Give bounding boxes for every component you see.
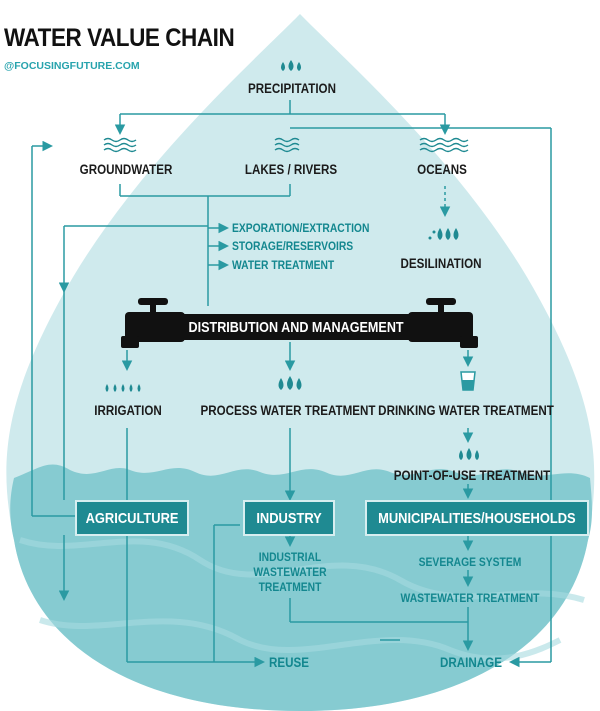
industrial-wastewater-label: INDUSTRIAL WASTEWATER TREATMENT [253, 550, 327, 594]
wastewater-treatment-label: WASTEWATER TREATMENT [400, 591, 540, 605]
point-of-use-label: POINT-OF-USE TREATMENT [393, 468, 551, 483]
faucet-right-icon [408, 298, 478, 348]
distribution-label: DISTRIBUTION AND MANAGEMENT [188, 318, 404, 336]
desalination-label: DESILINATION [400, 256, 482, 271]
drainage-label: DRAINAGE [440, 655, 502, 670]
lakes-rivers-label: LAKES / RIVERS [244, 162, 338, 177]
agriculture-box: AGRICULTURE [75, 500, 189, 536]
oceans-label: OCEANS [417, 162, 467, 177]
lakes-waves-icon [274, 137, 300, 153]
cup-icon [460, 371, 476, 391]
exploration-label: EXPORATION/EXTRACTION [232, 221, 370, 235]
precipitation-label: PRECIPITATION [248, 81, 336, 96]
storage-label: STORAGE/RESERVOIRS [232, 239, 354, 253]
process-drops-icon [278, 376, 302, 390]
page-title: WATER VALUE CHAIN [4, 24, 235, 52]
industry-box: INDUSTRY [243, 500, 335, 536]
point-of-use-drops-icon [459, 448, 479, 460]
severage-label: SEVERAGE SYSTEM [418, 555, 522, 569]
reuse-label: REUSE [268, 655, 310, 670]
groundwater-waves-icon [103, 137, 137, 153]
distribution-pipe: DISTRIBUTION AND MANAGEMENT [180, 314, 412, 340]
drinking-water-label: DRINKING WATER TREATMENT [378, 403, 554, 418]
irrigation-label: IRRIGATION [94, 403, 162, 418]
oceans-waves-icon [419, 137, 469, 153]
groundwater-label: GROUNDWATER [79, 162, 173, 177]
irrigation-drops-icon [105, 384, 141, 392]
process-water-label: PROCESS WATER TREATMENT [200, 403, 376, 418]
faucet-left-icon [121, 298, 185, 348]
desalination-drops-icon [428, 228, 459, 240]
precipitation-drops-icon [281, 60, 301, 71]
municipalities-box: MUNICIPALITIES/HOUSEHOLDS [365, 500, 589, 536]
source-handle: @FOCUSINGFUTURE.COM [4, 60, 140, 72]
water-treatment-label: WATER TREATMENT [232, 258, 335, 272]
